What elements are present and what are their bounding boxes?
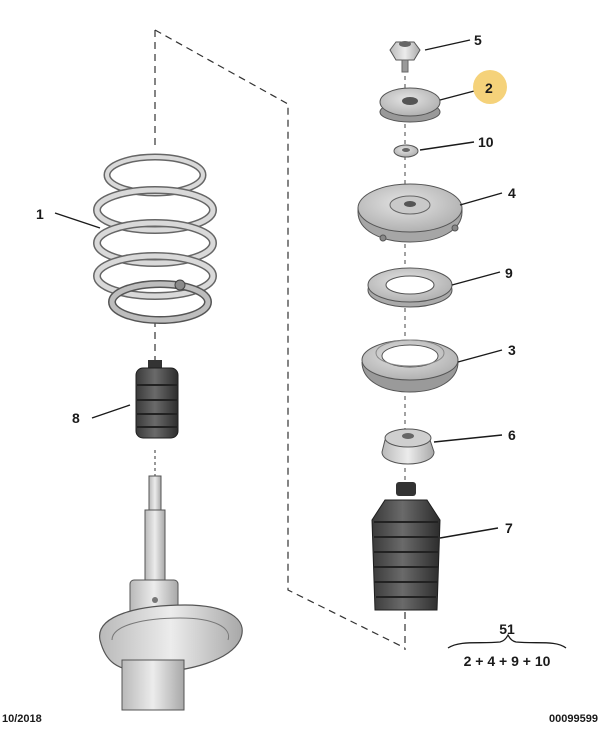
spring-seat-part (361, 339, 459, 393)
callout-9: 9 (505, 265, 513, 281)
callout-4: 4 (508, 185, 516, 201)
callout-3: 3 (508, 342, 516, 358)
kit-brace (447, 633, 567, 649)
footer-reference: 00099599 (549, 713, 598, 725)
callout-10: 10 (478, 134, 494, 150)
cup-part (381, 428, 435, 465)
callout-5: 5 (474, 32, 482, 48)
callout-6: 6 (508, 427, 516, 443)
washer-part (393, 144, 419, 158)
callout-1: 1 (36, 206, 44, 222)
callout-2-highlight (473, 70, 507, 104)
strut-body (99, 450, 243, 711)
callout-7: 7 (505, 520, 513, 536)
footer-date: 10/2018 (2, 713, 42, 725)
coil-spring-part (93, 153, 217, 324)
callout-labels: 1 8 5 2 10 4 9 3 6 7 (36, 32, 516, 536)
strut-bearing-part (379, 87, 441, 123)
bump-stop-part (135, 360, 179, 439)
kit-number: 51 (499, 621, 515, 637)
kit-composition: 51 2 + 4 + 9 + 10 (447, 621, 567, 669)
callout-8: 8 (72, 410, 80, 426)
assembly-dashed-lines (154, 29, 406, 650)
callout-2: 2 (485, 80, 493, 96)
spring-insulator-ring-part (367, 267, 453, 308)
bellows-part (371, 482, 441, 611)
leader-lines (54, 39, 503, 539)
nut-part (389, 41, 421, 73)
kit-formula: 2 + 4 + 9 + 10 (464, 653, 551, 669)
upper-mount-part (357, 183, 463, 243)
